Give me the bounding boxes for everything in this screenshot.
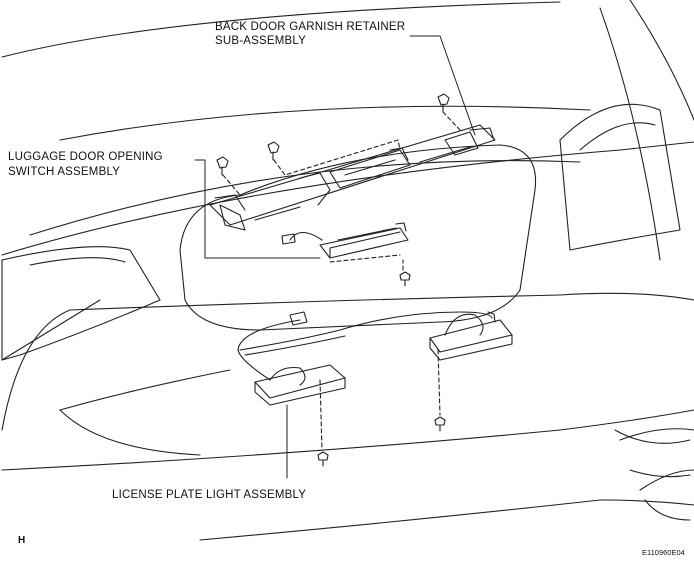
- bumper-corner: [619, 428, 694, 521]
- figure-id: E110960E04: [642, 548, 685, 557]
- light-screws: [317, 416, 446, 467]
- license-lights: [237, 311, 513, 406]
- garnish-retainer: [209, 124, 496, 231]
- license-plate-recess: [179, 144, 537, 331]
- assembly-guides: [222, 111, 461, 451]
- opening-switch: [281, 222, 409, 259]
- callout-leaders: [194, 35, 476, 479]
- switch-callout-line2: SWITCH ASSEMBLY: [8, 166, 121, 178]
- right-tail-lamp: [559, 103, 681, 251]
- license-light-callout: LICENSE PLATE LIGHT ASSEMBLY: [112, 489, 307, 501]
- switch-screw: [399, 271, 411, 287]
- left-tail-lamp: [1, 246, 161, 361]
- section-marker: H: [18, 535, 26, 546]
- garnish-callout-line1: BACK DOOR GARNISH RETAINER: [215, 21, 406, 33]
- switch-callout-line1: LUGGAGE DOOR OPENING: [8, 151, 163, 163]
- garnish-clips: [216, 93, 450, 176]
- garnish-callout-line2: SUB-ASSEMBLY: [215, 35, 307, 47]
- back-door-outline: [1, 0, 694, 541]
